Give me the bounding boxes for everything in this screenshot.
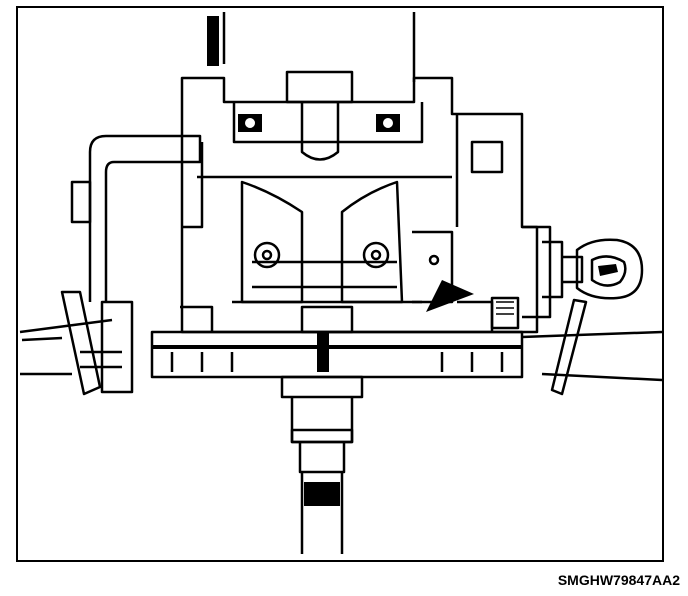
ignition-key-icon [575, 238, 644, 300]
lower-shaft [280, 332, 364, 554]
ignition-lock-assembly-drawing [19, 12, 662, 554]
lock-housing-body [180, 70, 539, 334]
key-cylinder [522, 225, 584, 319]
right-column-lines [521, 298, 662, 396]
left-bracket [70, 134, 202, 394]
direction-arrow-icon [426, 280, 474, 312]
left-column-lines [19, 290, 113, 396]
lock-base-plate [150, 296, 524, 379]
illustration-frame [16, 6, 664, 562]
figure-reference-code: SMGHW79847AA2 [557, 572, 680, 588]
upper-shaft [207, 12, 416, 82]
